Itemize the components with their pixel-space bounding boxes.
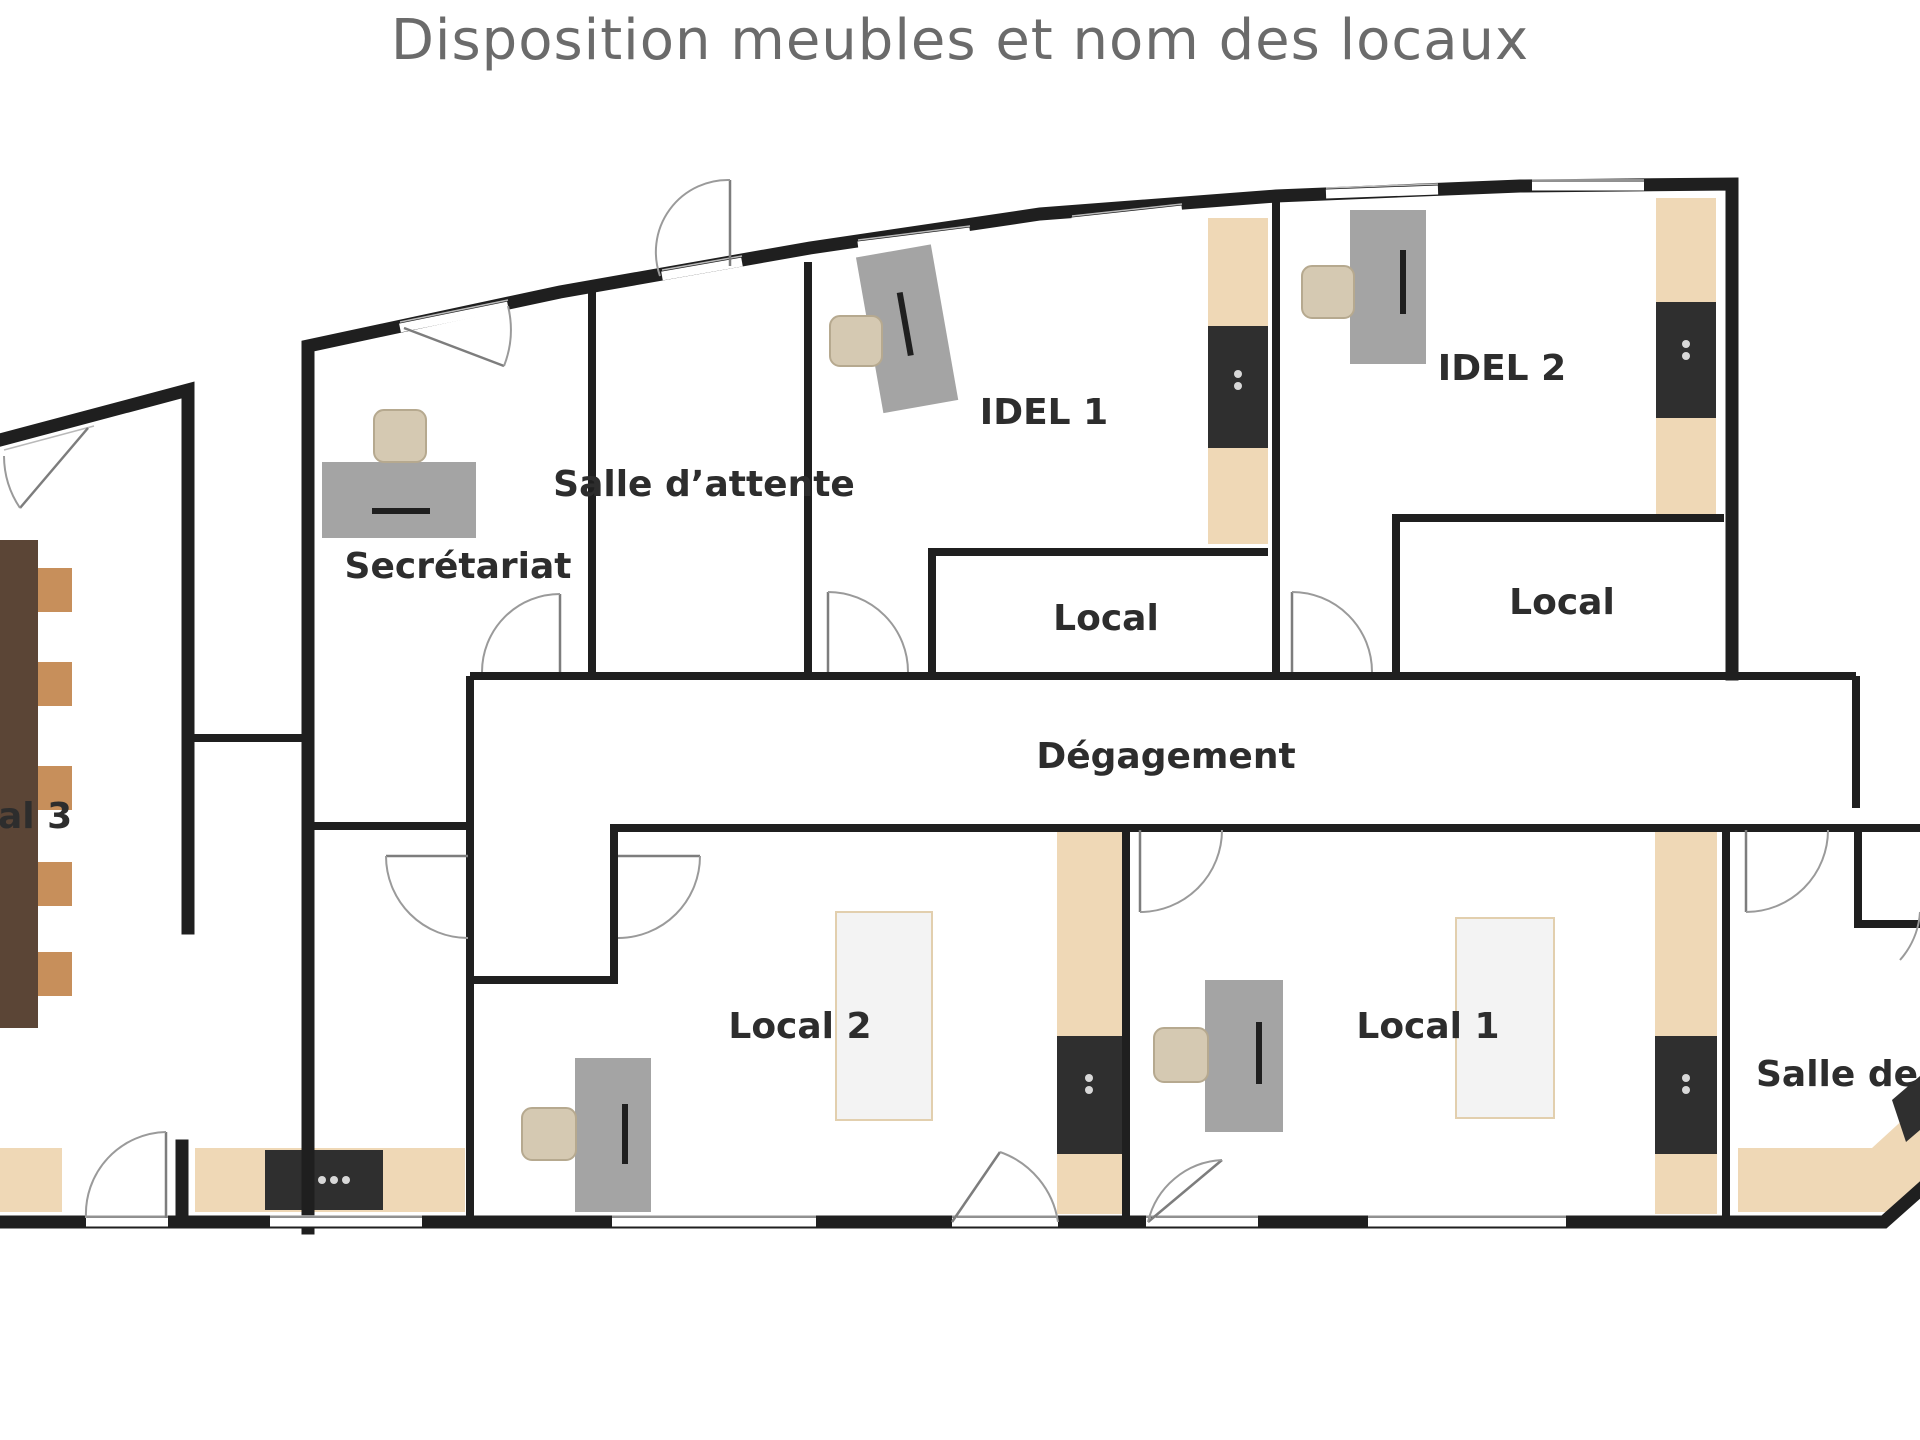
meeting-table	[0, 540, 72, 1028]
exterior-walls	[0, 177, 1920, 1235]
label-salle-attente: Salle d’attente	[553, 464, 855, 505]
doors	[3, 178, 1920, 1223]
label-local2: Local 2	[728, 1006, 871, 1047]
label-salle-partial: Salle de	[1756, 1054, 1918, 1095]
label-idel1: IDEL 1	[980, 392, 1108, 433]
sink-local2	[1057, 1036, 1122, 1154]
cabinets	[0, 198, 1920, 1214]
sinks	[265, 302, 1920, 1210]
windows	[2, 179, 1644, 1227]
label-local-a: Local	[1053, 598, 1159, 639]
plan-title: Disposition meubles et nom des locaux	[390, 8, 1530, 73]
interior-walls	[188, 200, 1920, 1222]
label-local1: Local 1	[1356, 1006, 1499, 1047]
label-idel2: IDEL 2	[1438, 348, 1566, 389]
label-secretariat: Secrétariat	[345, 546, 572, 587]
sink-local1	[1655, 1036, 1717, 1154]
room-labels: IDEL 1 IDEL 2 Salle d’attente Secrétaria…	[0, 348, 1918, 1095]
label-local-b: Local	[1509, 582, 1615, 623]
desks	[322, 210, 1555, 1212]
label-degagement: Dégagement	[1036, 736, 1295, 777]
label-local3-partial: al 3	[0, 796, 72, 837]
